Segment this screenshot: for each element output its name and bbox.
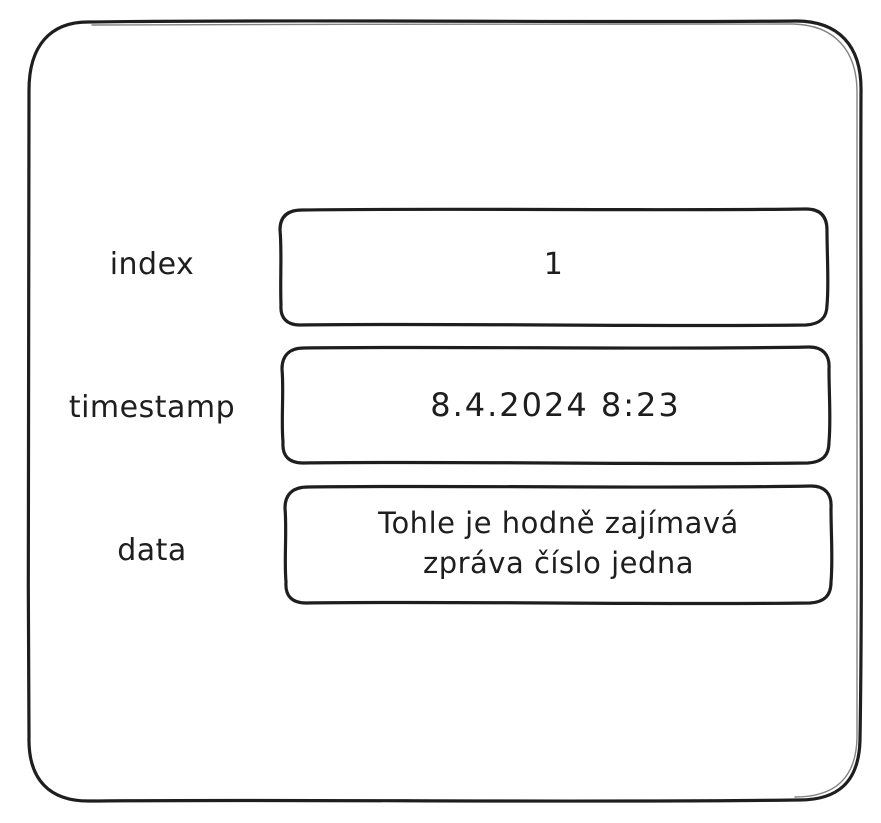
field-value-data-line-2: zpráva číslo jedna — [422, 546, 695, 580]
timestamp-value-box — [280, 345, 832, 466]
field-value-data-line-1: Tohle je hodně zajímavá — [378, 506, 739, 540]
field-value-index: 1 — [543, 247, 564, 282]
field-value-data: Tohle je hodně zajímavá zpráva číslo jed… — [286, 503, 831, 583]
field-label-data: data — [117, 533, 187, 568]
index-value-box — [278, 207, 830, 328]
field-label-timestamp: timestamp — [68, 390, 236, 425]
field-label-index: index — [109, 247, 195, 282]
record-card — [26, 19, 863, 803]
field-value-timestamp: 8.4.2024 8:23 — [430, 386, 681, 424]
data-value-box — [283, 484, 834, 606]
